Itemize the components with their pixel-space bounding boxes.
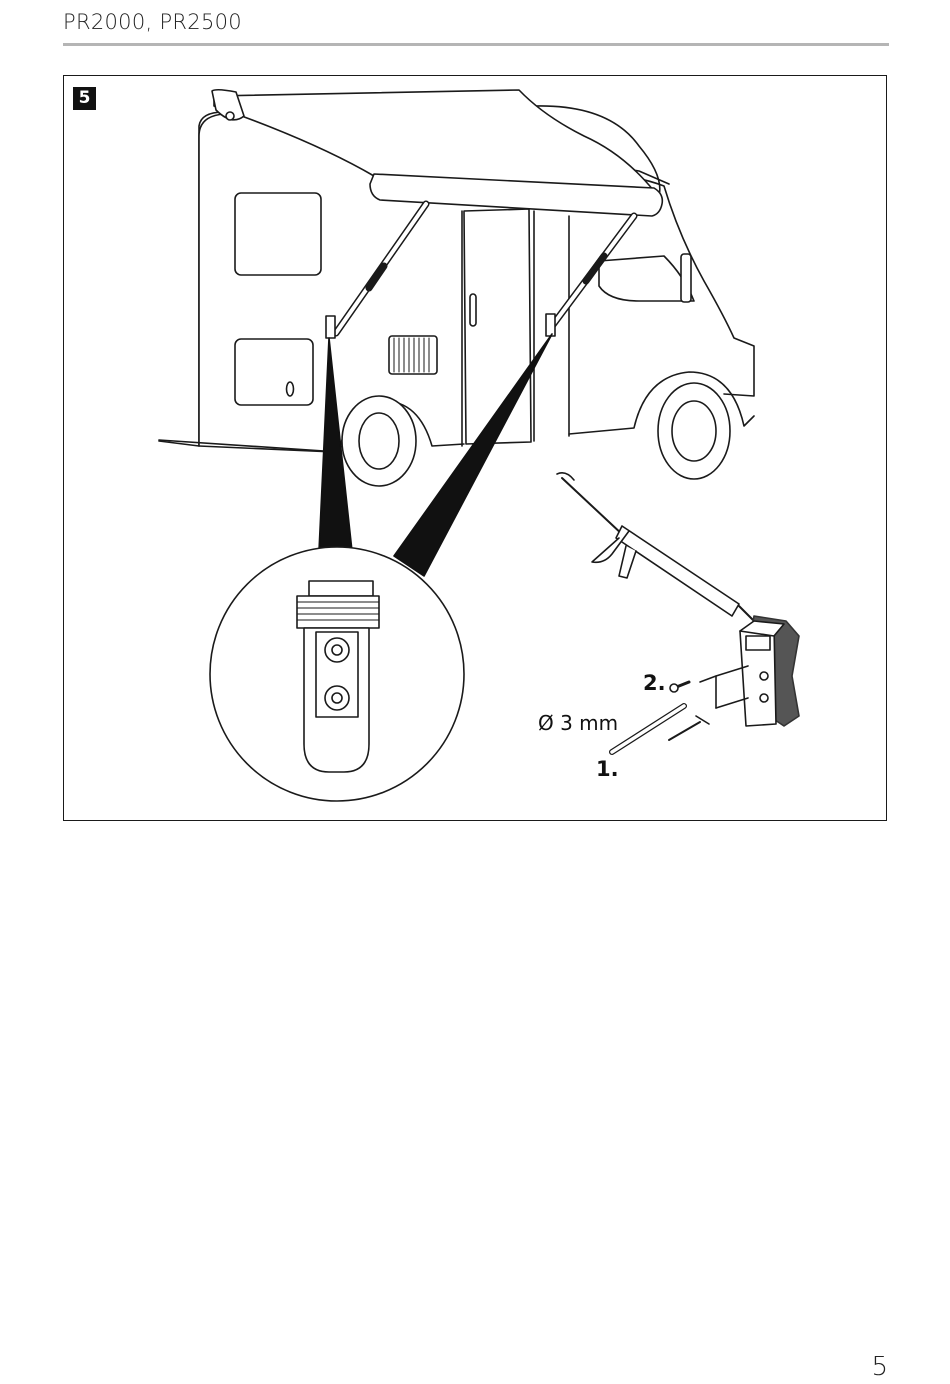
screw-drill-parts (612, 666, 748, 752)
page-number: 5 (871, 1352, 888, 1382)
step-two-label: 2. (643, 671, 666, 695)
drill-diameter-label: Ø 3 mm (538, 711, 618, 735)
figure-frame: 5 (63, 75, 887, 821)
step-one-label: 1. (596, 757, 619, 781)
header-divider (63, 43, 889, 46)
caulking-gun-drawing (557, 473, 754, 621)
bracket-detail-callout (210, 547, 464, 801)
awning-mounting-illustration: 2. Ø 3 mm 1. (64, 76, 886, 820)
page-header-title: PR2000, PR2500 (63, 10, 242, 34)
mounting-bracket-drawing (740, 616, 799, 726)
